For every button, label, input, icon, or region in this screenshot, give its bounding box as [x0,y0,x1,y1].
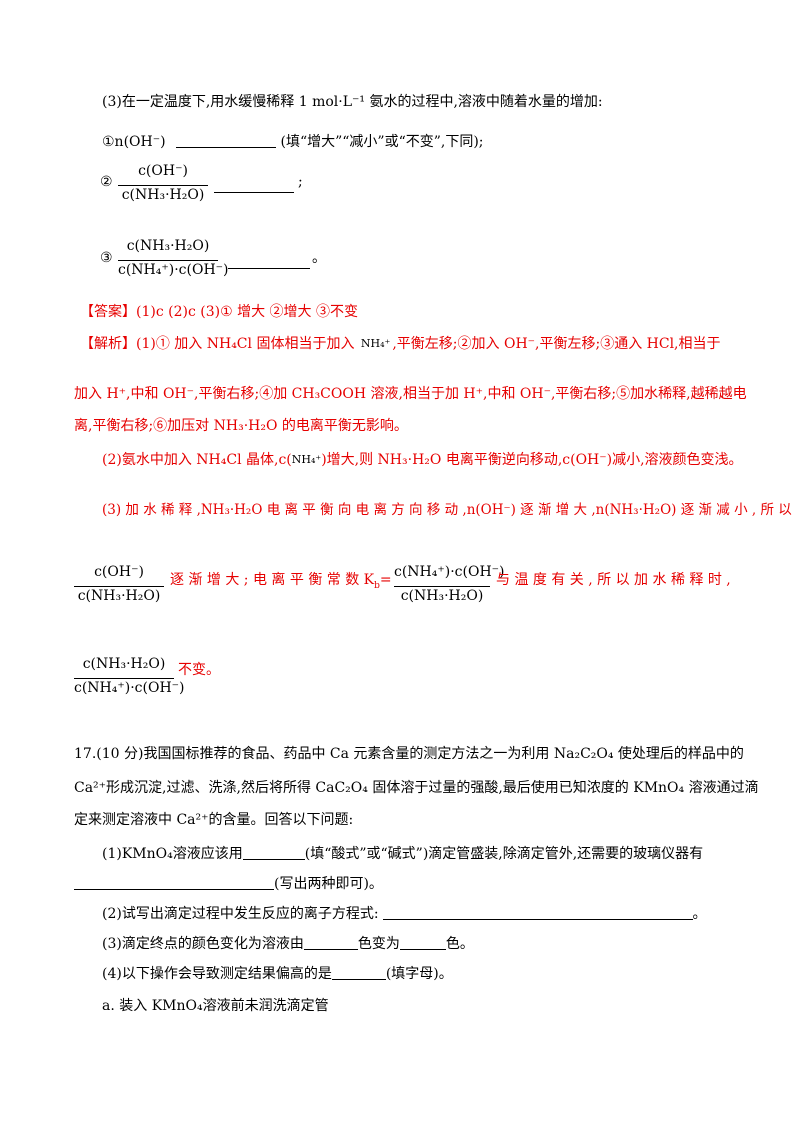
question-3-item-1: ①n(OH⁻) (填“增大”“减小”或“不变”,下同); [102,132,484,152]
fraction-numerator: c(OH⁻) [138,163,188,179]
analysis-line-3: 离,平衡右移;⑥加压对 NH₃·H₂O 的电离平衡无影响。 [74,418,408,434]
item-1-hint: (填“增大”“减小”或“不变”,下同); [280,134,484,150]
answer-blank-color-to[interactable] [399,935,446,950]
answer-blank-glassware[interactable] [74,875,274,890]
fraction-numerator: c(NH₃·H₂O) [126,238,210,254]
analysis-end: 不变。 [178,662,220,678]
q17-s3c: 色。 [445,936,474,952]
q17-sub-1: (1)KMnO₄溶液应该用 (填“酸式”或“碱式”)滴定管盛装,除滴定管外,还需要… [102,844,703,864]
answer-blank-burette-type[interactable] [242,845,305,860]
fraction-oh-over-nh3h2o: c(OH⁻) c(NH₃·H₂O) [118,163,208,207]
fraction-denominator: c(NH₄⁺)·c(OH⁻) [74,680,185,696]
kb-subscript: b [374,580,380,591]
fraction-numerator: c(NH₃·H₂O) [82,656,166,672]
analysis-part-2: (2)氨水中加入 NH₄Cl 晶体,c(NH₄⁺)增大,则 NH₃·H₂O 电离… [102,450,743,470]
q17-line-1: 17.(10 分)我国国标推荐的食品、药品中 Ca 元素含量的测定方法之一为利用… [74,746,744,762]
fraction-bar [118,260,218,261]
analysis-tag: 【解析】 [80,336,136,352]
fraction-bar [74,678,174,679]
q17-option-a: a. 装入 KMnO₄溶液前未润洗滴定管 [102,998,329,1014]
q17-s4a: (4)以下操作会导致测定结果偏高的是 [102,966,332,982]
analysis-mid-text-1: 逐 渐 增 大 ; 电 离 平 衡 常 数 Kb= [170,570,392,590]
q17-s4b: (填字母)。 [385,966,453,982]
answer-text: (1)c (2)c (3)① 增大 ②增大 ③不变 [136,304,358,320]
item-3-end: 。 [312,250,326,266]
fraction-nh3h2o-over-nh4-oh: c(NH₃·H₂O) c(NH₄⁺)·c(OH⁻) [118,238,229,282]
ammonium-ion: NH₄⁺ [291,453,322,466]
ammonium-ion: NH₄⁺ [360,337,391,350]
analysis-p2a: (2)氨水中加入 NH₄Cl 晶体,c( [102,452,292,468]
q17-line-3: 定来测定溶液中 Ca²⁺的含量。回答以下问题: [74,812,354,828]
analysis-line-1: 【解析】(1)① 加入 NH₄Cl 固体相当于加入 NH₄⁺,平衡左移;②加入 … [80,334,721,354]
fraction-denominator: c(NH₃·H₂O) [400,588,484,604]
fraction-bar [118,185,208,186]
analysis-mid1: 逐 渐 增 大 ; 电 离 平 衡 常 数 K [170,572,375,588]
analysis-l1a: (1)① 加入 NH₄Cl 固体相当于加入 [136,336,355,352]
item-3-label: ③ [100,250,113,266]
answer-tag: 【答案】 [80,304,136,320]
fraction-bar [394,586,490,587]
fraction-denominator: c(NH₃·H₂O) [77,588,161,604]
analysis-p2b: )增大,则 NH₃·H₂O 电离平衡逆向移动,c(OH⁻)减小,溶液颜色变浅。 [321,452,743,468]
analysis-mid-text-2: 与 温 度 有 关 , 所 以 加 水 稀 释 时 , [496,572,731,588]
q17-s3a: (3)滴定终点的颜色变化为溶液由 [102,936,304,952]
q17-s1b: (填“酸式”或“碱式”)滴定管盛装,除滴定管外,还需要的玻璃仪器有 [304,846,704,862]
q17-sub-3: (3)滴定终点的颜色变化为溶液由 色变为 色。 [102,934,474,954]
q17-sub-1-cont: (写出两种即可)。 [74,874,383,894]
answer-blank-letters[interactable] [331,965,386,980]
item-2-end: ; [298,174,303,190]
q17-s3b: 色变为 [357,936,400,952]
fraction-denominator: c(NH₃·H₂O) [121,187,205,203]
answer-blank-2[interactable] [214,178,294,193]
q17-sub-4: (4)以下操作会导致测定结果偏高的是 (填字母)。 [102,964,453,984]
q17-s1c: (写出两种即可)。 [274,876,383,892]
fraction-bar [74,586,164,587]
fraction-numerator: c(NH₄⁺)·c(OH⁻) [394,564,505,580]
equals-sign: = [379,572,392,588]
q17-s2b: 。 [692,906,707,922]
q17-s1a: (1)KMnO₄溶液应该用 [102,846,243,862]
item-2-label: ② [100,174,113,190]
answer-blank-ionic-equation[interactable] [382,905,693,920]
fraction-denominator: c(NH₄⁺)·c(OH⁻) [118,262,229,278]
answer-line: 【答案】(1)c (2)c (3)① 增大 ②增大 ③不变 [80,302,358,322]
analysis-l1b: ,平衡左移;②加入 OH⁻,平衡左移;③通入 HCl,相当于 [392,336,721,352]
q17-s2a: (2)试写出滴定过程中发生反应的离子方程式: [102,906,379,922]
fraction-kb: c(NH₄⁺)·c(OH⁻) c(NH₃·H₂O) [394,564,505,608]
fraction-numerator: c(OH⁻) [94,564,144,580]
analysis-line-2: 加入 H⁺,中和 OH⁻,平衡右移;④加 CH₃COOH 溶液,相当于加 H⁺,… [74,386,747,402]
q17-line-2: Ca²⁺形成沉淀,过滤、洗涤,然后将所得 CaC₂O₄ 固体溶于过量的强酸,最后… [74,780,759,796]
question-3-intro: (3)在一定温度下,用水缓慢稀释 1 mol·L⁻¹ 氨水的过程中,溶液中随着水… [102,94,603,110]
item-1-label: ①n(OH⁻) [102,134,166,150]
fraction-nh3h2o-over-nh4-oh-analysis: c(NH₃·H₂O) c(NH₄⁺)·c(OH⁻) [74,656,185,700]
q17-sub-2: (2)试写出滴定过程中发生反应的离子方程式: 。 [102,904,707,924]
answer-blank-1[interactable] [176,133,277,148]
answer-blank-3[interactable] [228,254,310,269]
answer-blank-color-from[interactable] [303,935,358,950]
analysis-part-3: (3) 加 水 稀 释 ,NH₃·H₂O 电 离 平 衡 向 电 离 方 向 移… [102,502,792,518]
fraction-oh-over-nh3h2o-analysis: c(OH⁻) c(NH₃·H₂O) [74,564,164,608]
